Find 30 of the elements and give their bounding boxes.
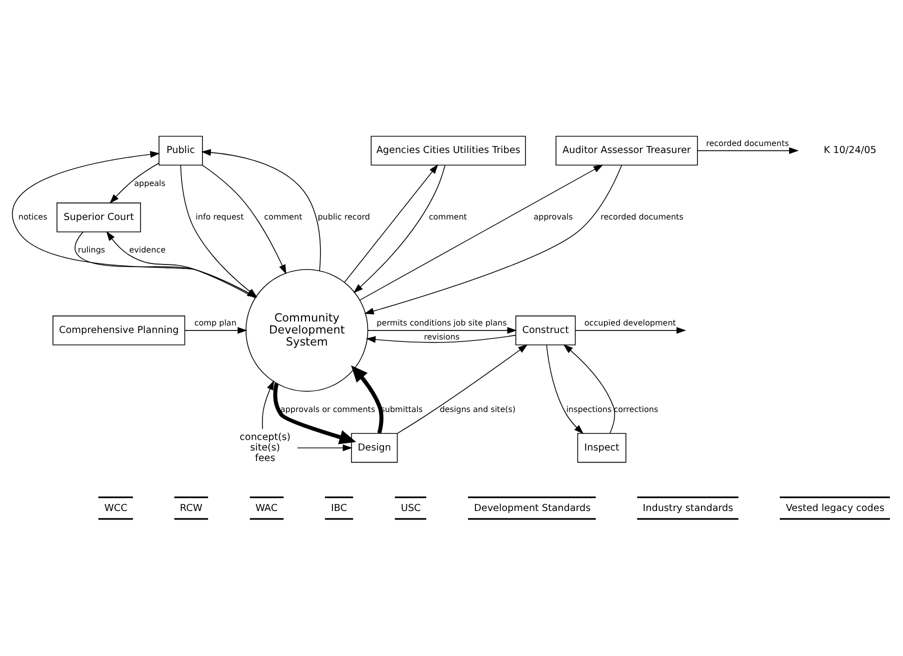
- edge-label: revisions: [424, 332, 460, 342]
- edge-label: comment: [264, 212, 302, 222]
- edge-label: info request: [196, 212, 244, 222]
- edge-label: recorded documents: [600, 212, 684, 222]
- edge-label: occupied development: [584, 318, 676, 328]
- node-text: WCC: [104, 503, 128, 514]
- edge-label: rulings: [78, 246, 106, 255]
- label: K 10/24/05: [824, 145, 876, 156]
- node-text: concept(s) site(s) fees: [240, 432, 291, 464]
- node-text: Development Standards: [474, 503, 591, 514]
- edge-label: corrections: [614, 405, 658, 414]
- node-text: USC: [400, 503, 421, 514]
- edge-label: approvals or comments: [280, 405, 376, 414]
- edge-label: notices: [18, 212, 48, 222]
- edge-label: comp plan: [194, 318, 236, 328]
- node-text: RCW: [180, 503, 202, 514]
- edge-label: inspections: [566, 405, 612, 414]
- node-text: WAC: [255, 503, 278, 514]
- node-text: IBC: [330, 503, 347, 514]
- edge-label: approvals: [534, 212, 573, 222]
- node-text: Industry standards: [642, 503, 734, 514]
- edge-label: submittals: [380, 405, 423, 414]
- edge-label: designs and site(s): [440, 405, 516, 414]
- edge-label: recorded documents: [706, 138, 789, 148]
- edge-label: public record: [318, 212, 370, 222]
- edge-label: comment: [428, 212, 467, 222]
- edge-label: evidence: [129, 246, 166, 255]
- edge-label: appeals: [134, 179, 166, 188]
- node-text: Vested legacy codes: [786, 503, 884, 514]
- edge-label: permits conditions job site plans: [376, 318, 507, 328]
